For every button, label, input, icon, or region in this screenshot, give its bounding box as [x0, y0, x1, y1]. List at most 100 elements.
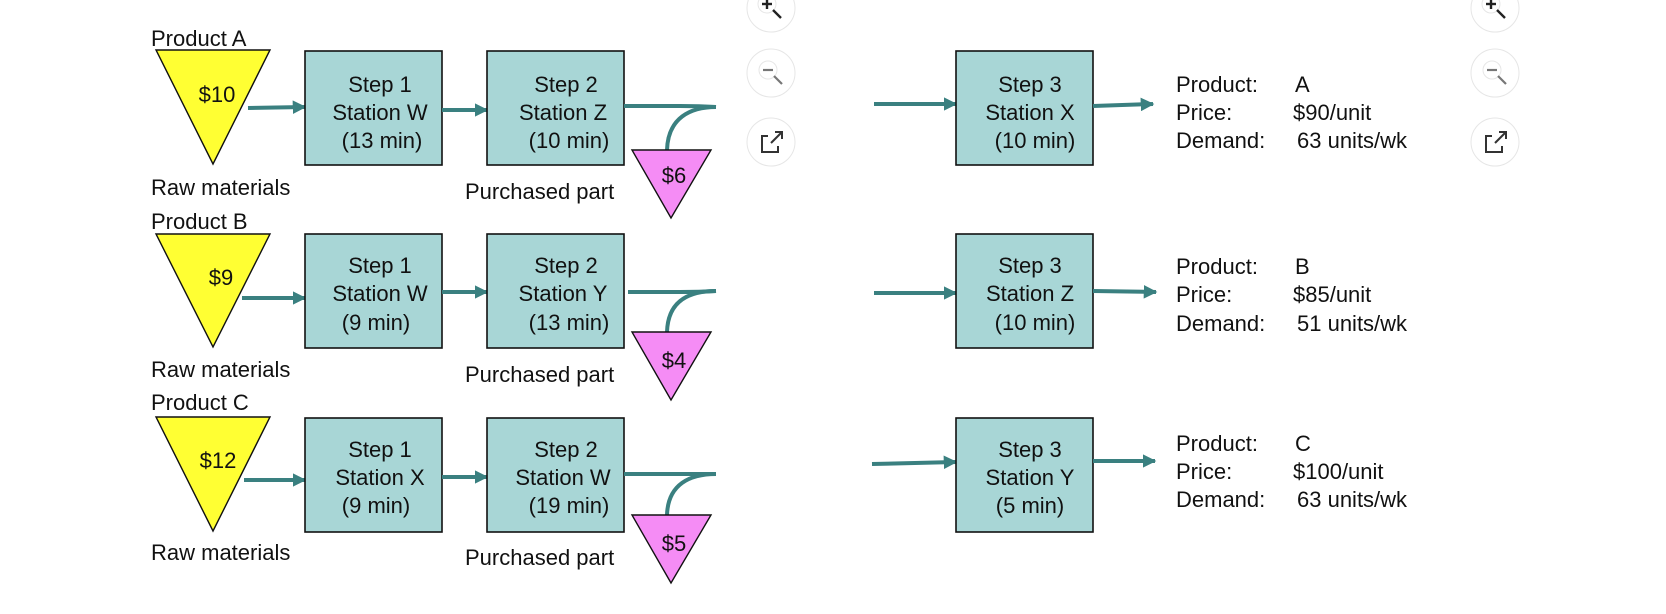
step1-title: Step 1: [348, 437, 412, 462]
step1-box: [304, 417, 443, 533]
step2-box: [486, 50, 625, 166]
flow-arrow: [247, 100, 307, 115]
image-controls-left: [746, 0, 796, 167]
step3-title: Step 3: [998, 253, 1062, 278]
info-demand-value: 51 units/wk: [1297, 311, 1408, 336]
product-label: Product B: [151, 209, 248, 234]
info-price-key: Price:: [1176, 100, 1232, 125]
step1-box: [304, 233, 443, 349]
purchased-part-cost: $6: [662, 163, 686, 188]
info-demand-key: Demand:: [1176, 128, 1265, 153]
step3-time: (10 min): [995, 128, 1076, 153]
info-price-value: $90/unit: [1293, 100, 1371, 125]
info-product-value: B: [1295, 254, 1310, 279]
step3-title: Step 3: [998, 437, 1062, 462]
product-info: Product: C Price: $100/unit Demand: 63 u…: [1176, 431, 1408, 512]
product-label: Product C: [151, 390, 249, 415]
product-label: Product A: [151, 26, 247, 51]
raw-materials-cost: $12: [200, 448, 237, 473]
info-price-value: $85/unit: [1293, 282, 1371, 307]
step1-title: Step 1: [348, 72, 412, 97]
zoom-out-icon: [758, 60, 783, 85]
raw-materials-triangle: [154, 49, 272, 166]
raw-materials-label: Raw materials: [151, 357, 290, 382]
step3-time: (10 min): [995, 310, 1076, 335]
purchased-part-triangle: [630, 514, 713, 585]
info-product-key: Product:: [1176, 72, 1258, 97]
info-demand-value: 63 units/wk: [1297, 128, 1408, 153]
step2-title: Step 2: [534, 253, 598, 278]
flow-arrow: [1092, 97, 1155, 112]
open-external-button[interactable]: [746, 117, 796, 167]
raw-materials-cost: $9: [209, 265, 233, 290]
product-row-c: Product C $12 Raw materials Step 1 Stati…: [151, 390, 1408, 585]
purchased-part-label: Purchased part: [465, 179, 614, 204]
zoom-out-button[interactable]: [746, 48, 796, 98]
raw-materials-triangle: [154, 233, 272, 349]
step1-station: Station W: [332, 100, 428, 125]
step2-title: Step 2: [534, 437, 598, 462]
info-price-key: Price:: [1176, 282, 1232, 307]
step2-time: (10 min): [529, 128, 610, 153]
product-row-b: Product B $9 Raw materials Step 1 Statio…: [151, 209, 1408, 402]
info-product-key: Product:: [1176, 431, 1258, 456]
raw-materials-cost: $10: [199, 82, 236, 107]
flow-arrow: [871, 455, 958, 470]
purchased-part-merge-line: [665, 289, 717, 333]
product-row-a: Product A $10 Raw materials Step 1 Stati…: [151, 26, 1408, 220]
info-product-value: C: [1295, 431, 1311, 456]
step2-title: Step 2: [534, 72, 598, 97]
raw-materials-label: Raw materials: [151, 175, 290, 200]
step2-box: [486, 233, 625, 349]
step1-station: Station W: [332, 281, 428, 306]
step3-station: Station X: [985, 100, 1075, 125]
purchased-part-triangle: [630, 331, 713, 402]
step3-station: Station Z: [986, 281, 1074, 306]
zoom-in-icon: [757, 0, 782, 19]
info-price-key: Price:: [1176, 459, 1232, 484]
purchased-part-merge-line: [665, 472, 717, 516]
zoom-out-button[interactable]: [1470, 48, 1520, 98]
zoom-out-icon: [1482, 60, 1507, 85]
open-external-button[interactable]: [1470, 117, 1520, 167]
info-product-key: Product:: [1176, 254, 1258, 279]
product-info: Product: A Price: $90/unit Demand: 63 un…: [1176, 72, 1408, 153]
step3-box: [955, 417, 1094, 533]
open-external-icon: [761, 131, 783, 153]
info-product-value: A: [1295, 72, 1310, 97]
purchased-part-merge-line: [665, 105, 717, 151]
step2-station: Station Y: [519, 281, 608, 306]
step1-time: (9 min): [342, 493, 410, 518]
step3-box: [955, 50, 1094, 166]
step2-time: (19 min): [529, 493, 610, 518]
step2-station: Station Z: [519, 100, 607, 125]
step2-time: (13 min): [529, 310, 610, 335]
step3-time: (5 min): [996, 493, 1064, 518]
step2-station: Station W: [515, 465, 611, 490]
step3-title: Step 3: [998, 72, 1062, 97]
purchased-part-cost: $5: [662, 531, 686, 556]
purchased-part-triangle: [630, 149, 713, 220]
info-demand-value: 63 units/wk: [1297, 487, 1408, 512]
zoom-in-button[interactable]: [1470, 0, 1520, 33]
raw-materials-triangle: [154, 416, 272, 533]
step3-station: Station Y: [986, 465, 1075, 490]
image-controls-right: [1470, 0, 1520, 167]
product-info: Product: B Price: $85/unit Demand: 51 un…: [1176, 254, 1408, 336]
purchased-part-label: Purchased part: [465, 545, 614, 570]
step1-box: [304, 50, 443, 166]
info-demand-key: Demand:: [1176, 487, 1265, 512]
step1-time: (13 min): [342, 128, 423, 153]
flow-arrow: [1092, 285, 1158, 299]
step1-title: Step 1: [348, 253, 412, 278]
open-external-icon: [1485, 131, 1507, 153]
step1-station: Station X: [335, 465, 425, 490]
raw-materials-label: Raw materials: [151, 540, 290, 565]
step1-time: (9 min): [342, 310, 410, 335]
step3-box: [955, 233, 1094, 349]
info-price-value: $100/unit: [1293, 459, 1384, 484]
purchased-part-label: Purchased part: [465, 362, 614, 387]
zoom-in-button[interactable]: [746, 0, 796, 33]
step2-box: [486, 417, 625, 533]
